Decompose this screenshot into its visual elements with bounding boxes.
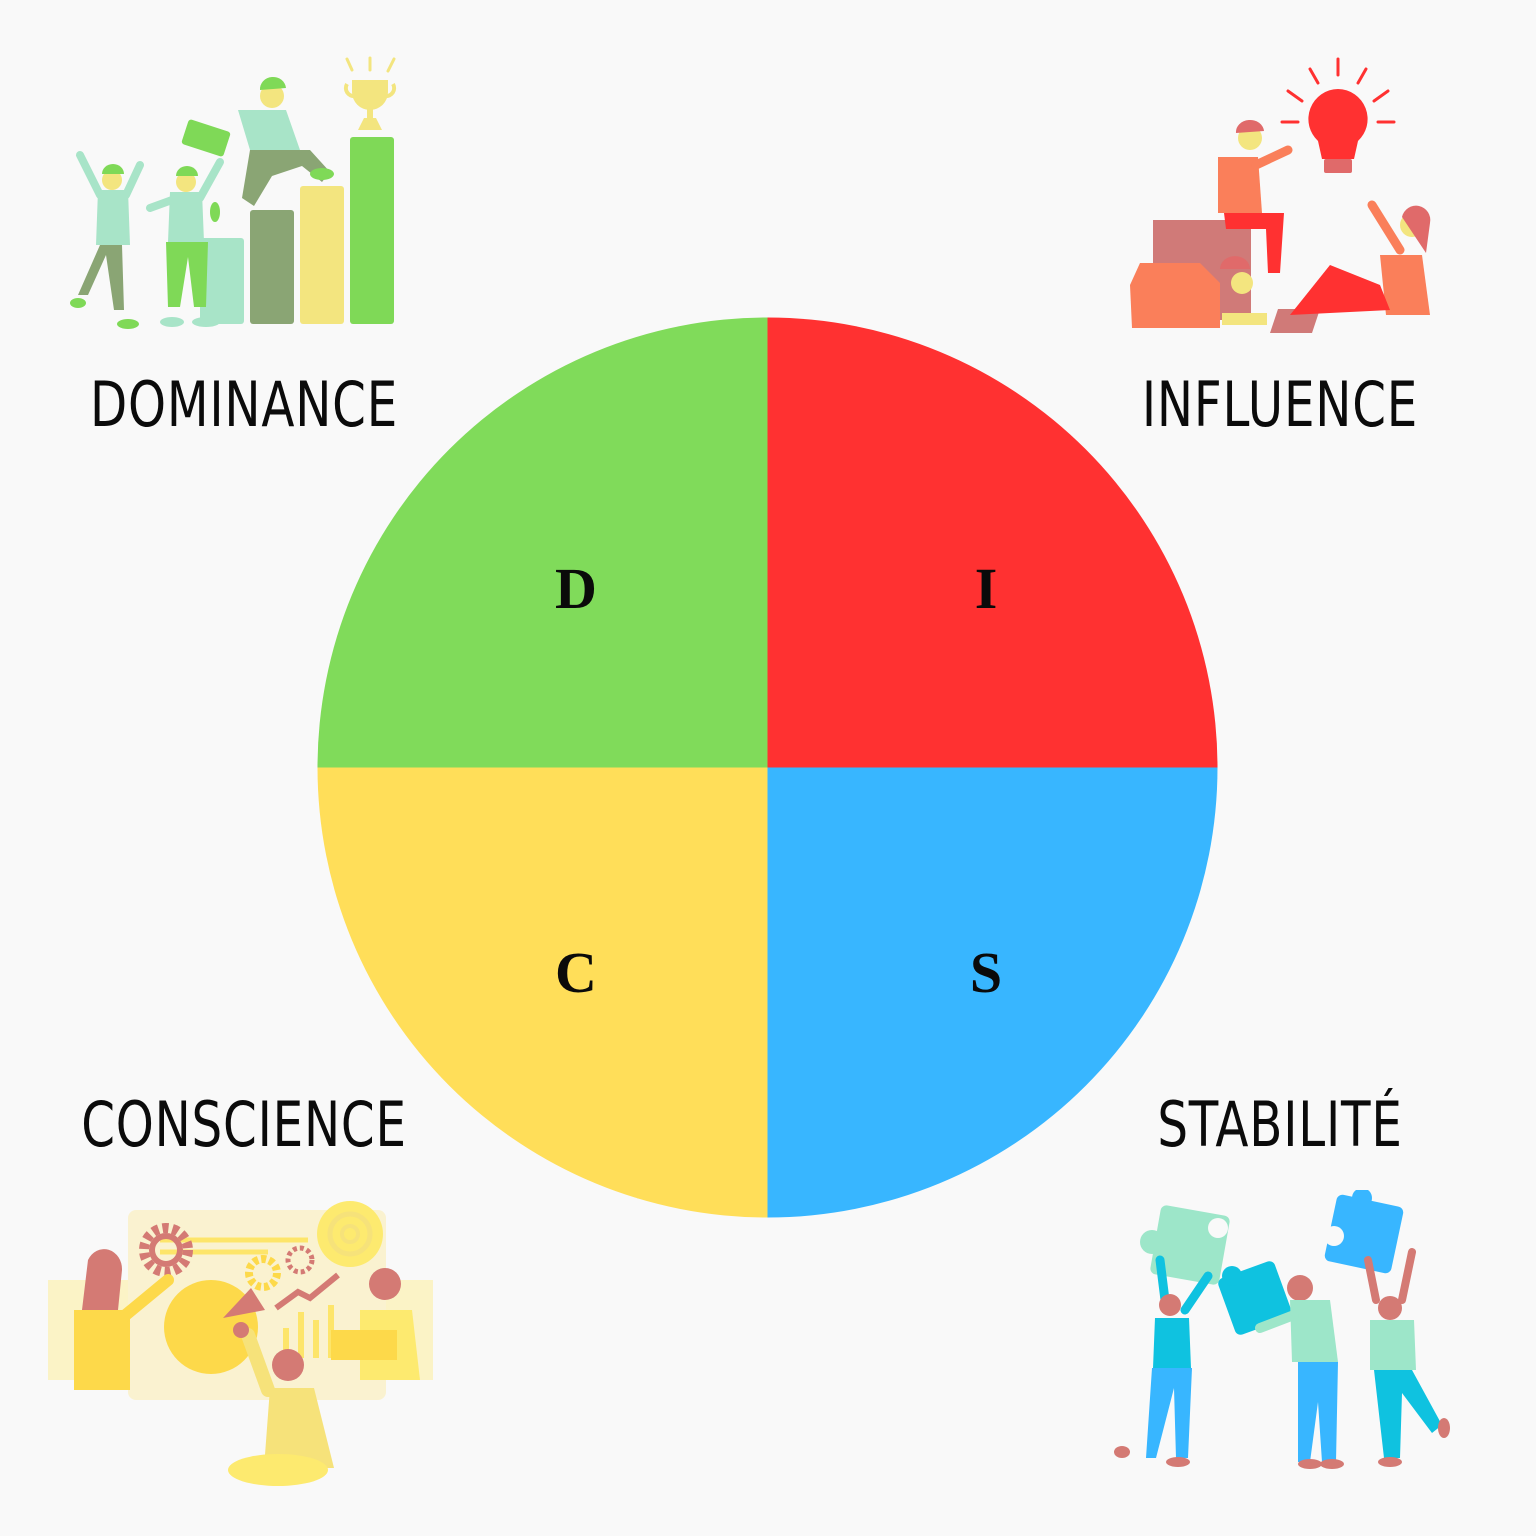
- stabilite-illustration: [1100, 1188, 1450, 1480]
- quadrant-d: [317, 317, 768, 768]
- quadrant-s: [767, 767, 1218, 1218]
- gear-icon: [139, 1223, 193, 1277]
- label-influence: INFLUENCE: [1141, 368, 1419, 441]
- letter-c: C: [555, 940, 597, 1005]
- quadrant-i: [767, 317, 1218, 768]
- letter-i: I: [974, 556, 998, 621]
- dominance-illustration: [60, 50, 420, 340]
- quadrant-c: [317, 767, 768, 1218]
- letter-s: S: [969, 940, 1003, 1005]
- letter-d: D: [555, 556, 597, 621]
- disc-wheel: [317, 317, 1218, 1218]
- label-dominance: DOMINANCE: [89, 368, 399, 441]
- lightbulb-icon: [1308, 89, 1368, 173]
- trophy-icon: [343, 80, 397, 130]
- puzzle-piece-icon: [1140, 1205, 1230, 1285]
- influence-illustration: [1110, 55, 1450, 335]
- disc-wheel-graphic: [317, 317, 1218, 1218]
- label-stabilite: STABILITÉ: [1157, 1088, 1403, 1161]
- conscience-illustration: [48, 1200, 433, 1495]
- label-conscience: CONSCIENCE: [81, 1088, 407, 1161]
